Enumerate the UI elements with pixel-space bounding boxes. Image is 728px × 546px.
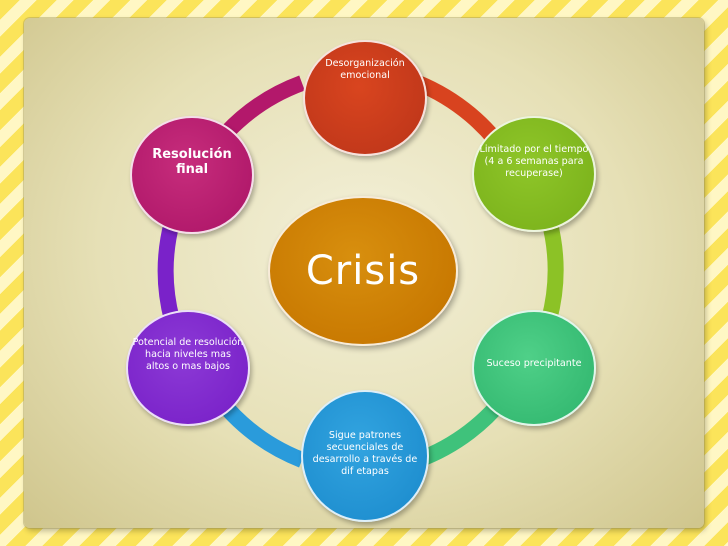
node-potencial-resolucion: Potencial de resolución hacia niveles ma… bbox=[126, 310, 250, 426]
arc-segment bbox=[213, 394, 306, 468]
center-label: Crisis bbox=[305, 248, 421, 294]
arc-segment bbox=[157, 219, 180, 323]
node-limitado-tiempo: Limitado por el tiempo (4 a 6 semanas pa… bbox=[472, 116, 596, 232]
node-label: Limitado por el tiempo (4 a 6 semanas pa… bbox=[479, 144, 589, 179]
node-patrones-secuenciales: Sigue patrones secuenciales de desarroll… bbox=[301, 390, 429, 522]
arc-segment bbox=[541, 217, 564, 323]
node-suceso-precipitante: Suceso precipitante bbox=[472, 310, 596, 426]
node-label: Suceso precipitante bbox=[486, 358, 582, 369]
node-label: Sigue patrones secuenciales de desarroll… bbox=[312, 430, 418, 477]
node-resolucion-final: Resolución final bbox=[130, 116, 254, 234]
node-desorganizacion: Desorganización emocional bbox=[303, 40, 427, 156]
node-label: Desorganización emocional bbox=[325, 58, 405, 81]
node-label: Potencial de resolución hacia niveles ma… bbox=[132, 337, 244, 372]
node-label: Resolución final bbox=[152, 147, 232, 177]
center-node: Crisis bbox=[268, 196, 458, 346]
